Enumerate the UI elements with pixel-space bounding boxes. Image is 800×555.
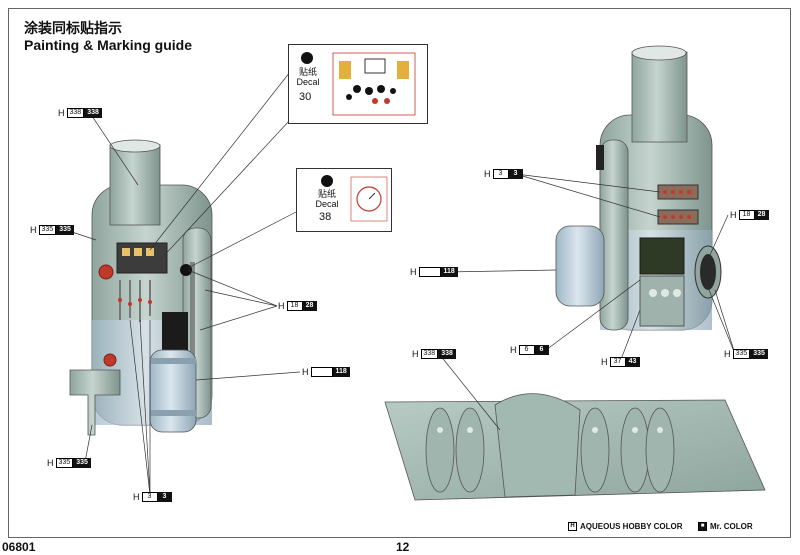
- decal-callout-30: 贴纸 Decal 30: [288, 44, 428, 124]
- decal-38-en: Decal: [315, 199, 339, 209]
- decal-callout-38: 贴纸 Decal 38: [296, 168, 392, 232]
- decal-38-number: 38: [319, 211, 332, 223]
- legend-mr-label: Mr. COLOR: [710, 522, 753, 531]
- decal-38-cn: 贴纸: [317, 189, 336, 199]
- legend-aqueous-box: H: [568, 522, 577, 531]
- decal-30-en: Decal: [296, 77, 320, 87]
- legend-aqueous-label: AQUEOUS HOBBY COLOR: [580, 522, 683, 531]
- page-number: 12: [396, 540, 410, 554]
- decal-30-cn: 贴纸: [298, 67, 317, 77]
- product-code: 06801: [2, 540, 36, 554]
- decal-30-number: 30: [299, 91, 312, 103]
- page-frame: [8, 8, 791, 538]
- legend-mr-color: ■ Mr. COLOR: [698, 522, 753, 531]
- legend-mr-box: ■: [698, 522, 707, 531]
- left-boiler: [69, 139, 213, 436]
- title-english: Painting & Marking guide: [24, 37, 193, 53]
- bottom-plate: [384, 393, 766, 501]
- legend-aqueous: H AQUEOUS HOBBY COLOR: [568, 522, 683, 531]
- title-chinese: 涂装同标贴指示: [24, 21, 122, 37]
- decal-38-preview: [321, 175, 388, 222]
- right-boiler: [555, 45, 722, 331]
- decal-30-preview: [301, 52, 416, 116]
